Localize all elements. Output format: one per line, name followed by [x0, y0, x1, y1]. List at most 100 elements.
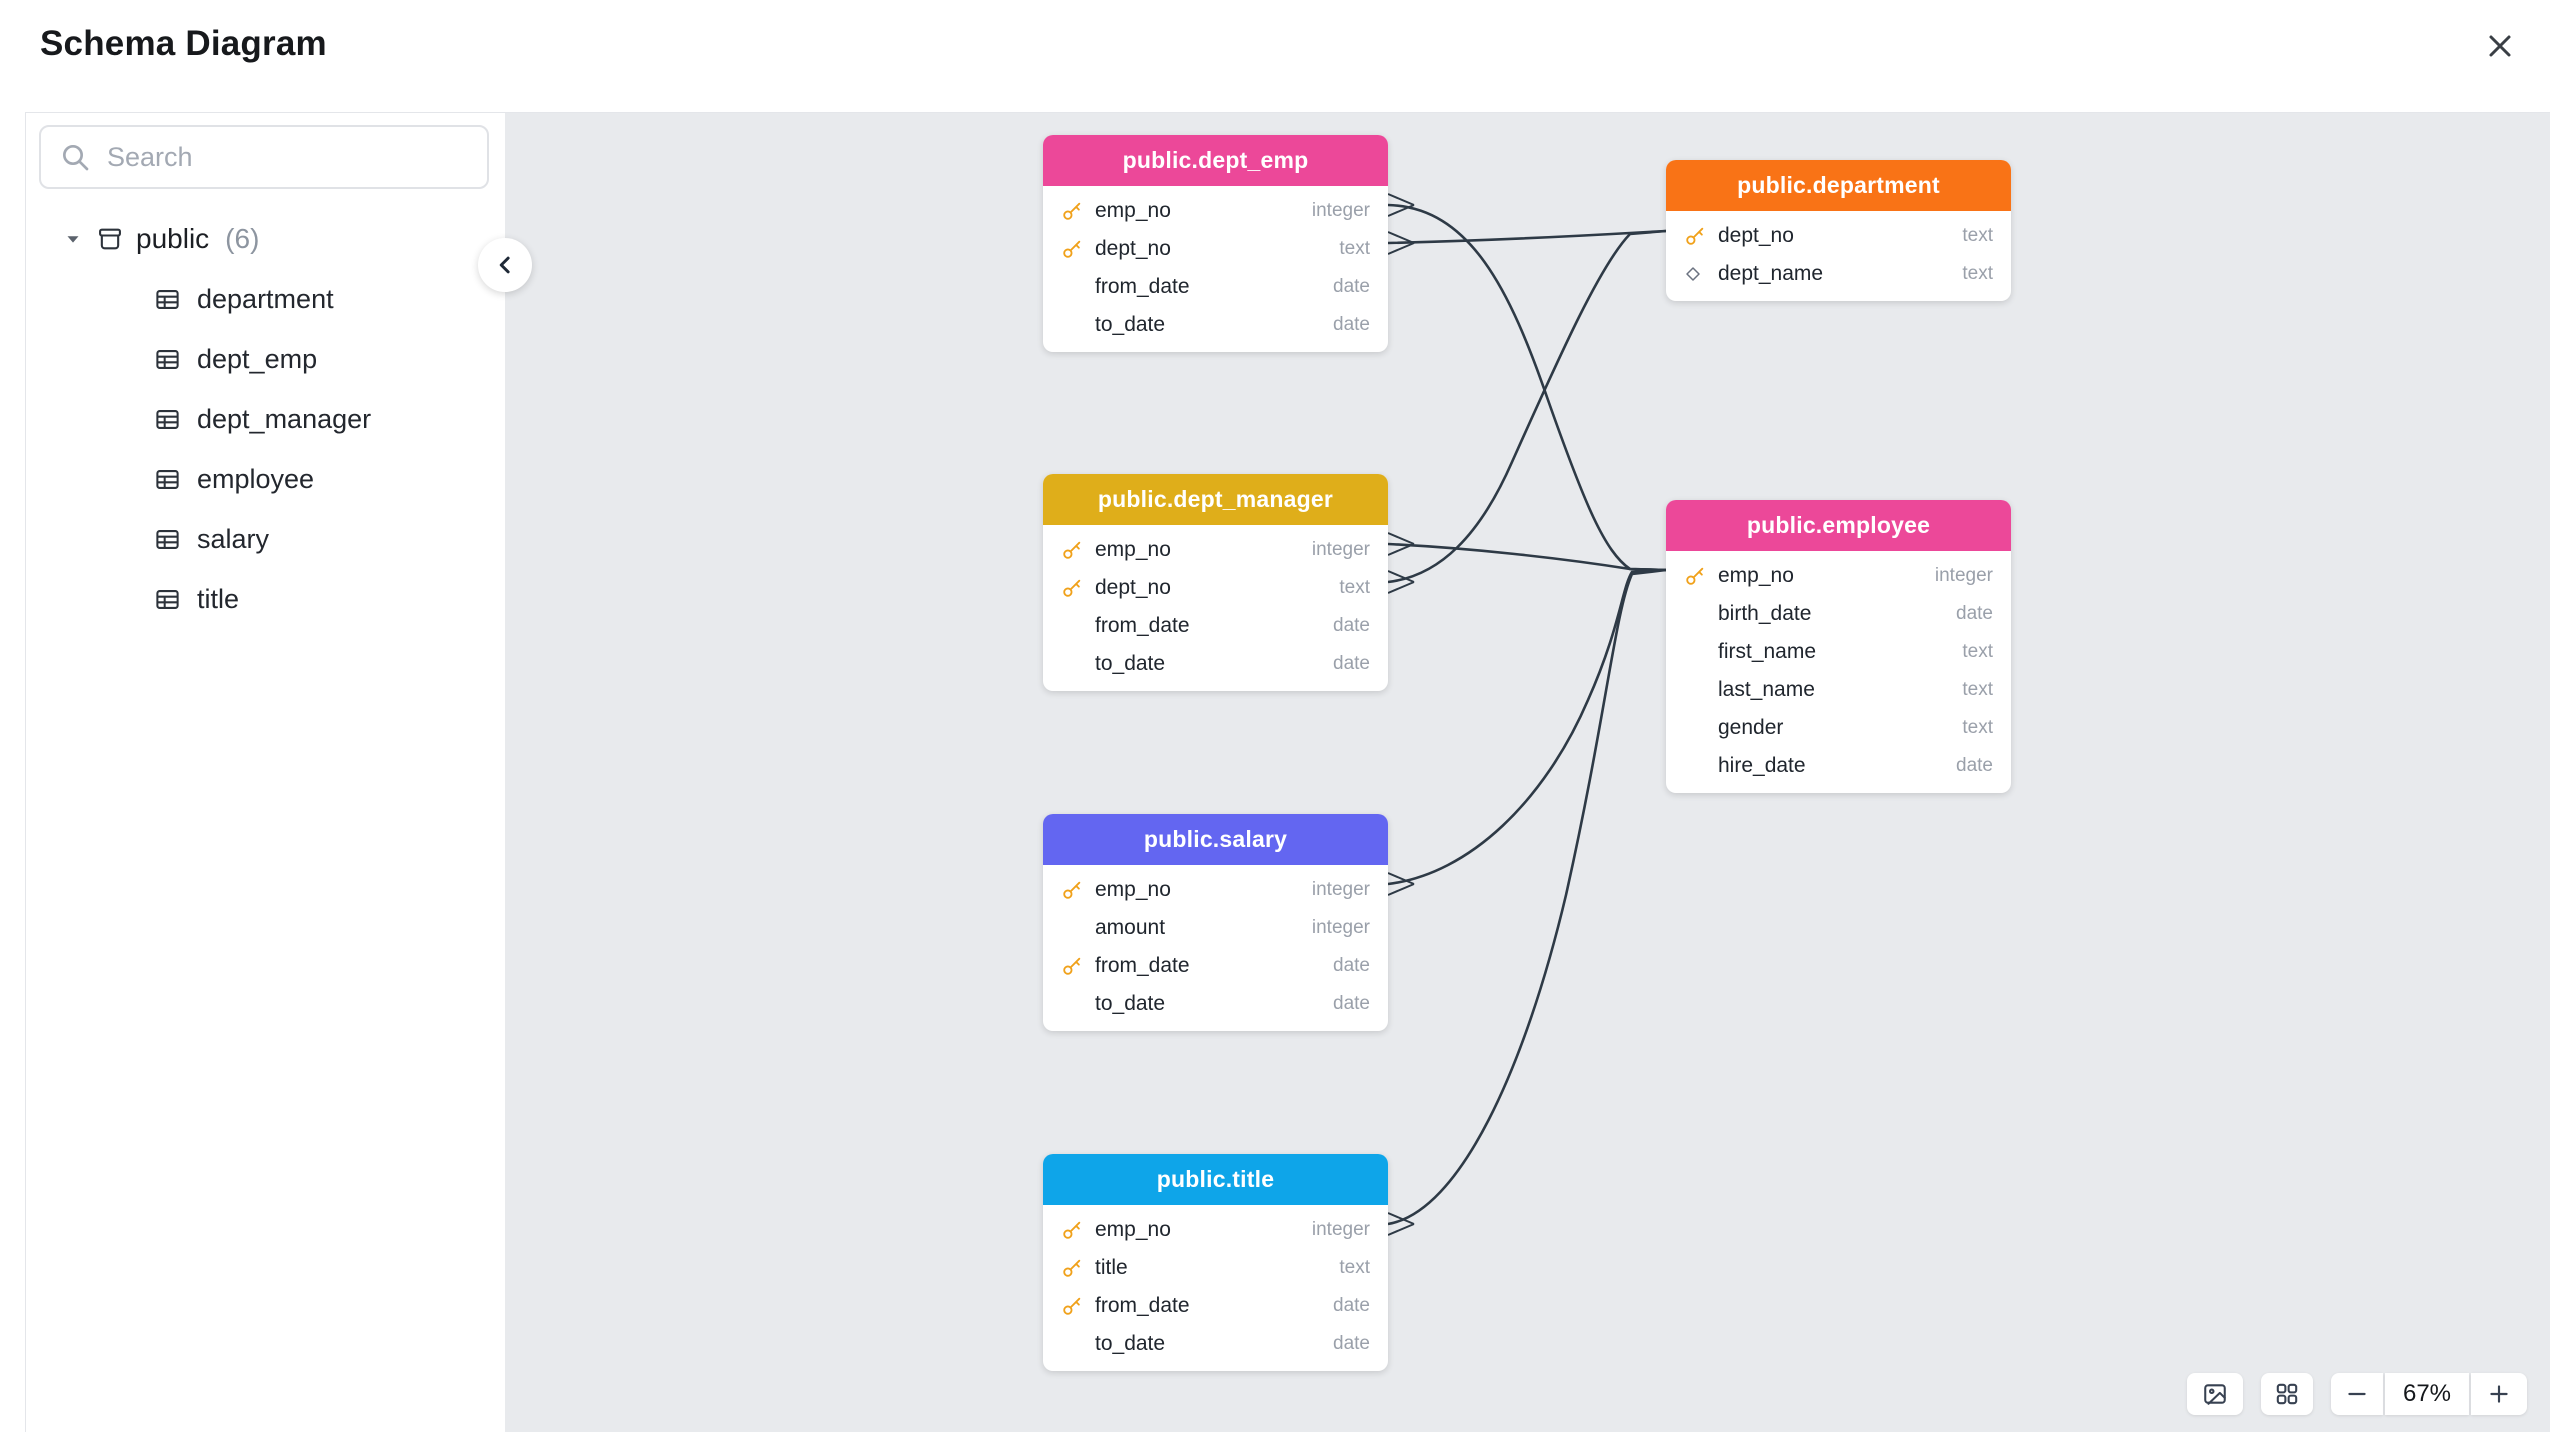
sidebar-item-label: employee [197, 463, 315, 494]
field-type: date [1333, 653, 1370, 674]
field-name: from_date [1095, 1294, 1190, 1317]
field-row: first_name text [1666, 633, 2011, 671]
key-icon [1061, 238, 1095, 260]
field-name: emp_no [1095, 1218, 1171, 1241]
table-node-salary[interactable]: public.salary emp_no integer amount inte… [1043, 814, 1388, 1031]
field-name: from_date [1095, 954, 1190, 977]
search-input[interactable] [105, 140, 469, 174]
page-title: Schema Diagram [40, 24, 327, 63]
field-row: dept_no text [1666, 217, 2011, 255]
table-icon [154, 586, 181, 613]
schema-tree: public (6) department dept_emp dept_mana… [26, 209, 505, 629]
key-icon [1061, 879, 1095, 901]
caret-down-icon [62, 228, 84, 250]
field-type: date [1333, 1333, 1370, 1354]
table-node-title[interactable]: public.title emp_no integer title text f… [1043, 1154, 1388, 1371]
field-name: birth_date [1718, 602, 1812, 625]
zoom-in-button[interactable] [2471, 1373, 2527, 1415]
grid-icon [2274, 1381, 2300, 1407]
key-icon [1684, 225, 1718, 247]
field-name: to_date [1095, 313, 1166, 336]
field-type: date [1333, 314, 1370, 335]
sidebar-item-salary[interactable]: salary [26, 509, 505, 569]
field-name: to_date [1095, 652, 1166, 675]
field-row: birth_date date [1666, 595, 2011, 633]
plus-icon [2486, 1381, 2512, 1407]
field-row: emp_no integer [1043, 531, 1388, 569]
field-row: from_date date [1043, 1287, 1388, 1325]
table-node-body: emp_no integer dept_no text from_date da… [1043, 525, 1388, 691]
field-type: integer [1311, 200, 1370, 221]
field-type: text [1962, 641, 1993, 662]
field-name: gender [1718, 716, 1784, 739]
field-row: dept_no text [1043, 569, 1388, 607]
top-bar: Schema Diagram [0, 0, 2550, 112]
search-box [39, 125, 489, 189]
field-type: text [1962, 225, 1993, 246]
key-icon [1684, 565, 1718, 587]
key-icon [1061, 539, 1095, 561]
table-node-department[interactable]: public.department dept_no text dept_name… [1666, 160, 2011, 301]
field-row: to_date date [1043, 645, 1388, 683]
field-row: gender text [1666, 709, 2011, 747]
field-row: dept_name text [1666, 255, 2011, 293]
sidebar-collapse-button[interactable] [478, 238, 532, 292]
field-type: integer [1311, 917, 1370, 938]
export-image-button[interactable] [2187, 1373, 2243, 1415]
sidebar-item-department[interactable]: department [26, 269, 505, 329]
field-name: dept_name [1718, 262, 1824, 285]
field-type: text [1339, 1257, 1370, 1278]
key-icon [1061, 577, 1095, 599]
search-icon [59, 141, 91, 173]
field-type: date [1333, 615, 1370, 636]
zoom-out-button[interactable] [2331, 1373, 2383, 1415]
field-type: integer [1311, 539, 1370, 560]
field-name: to_date [1095, 1332, 1166, 1355]
field-row: emp_no integer [1043, 192, 1388, 230]
table-node-header[interactable]: public.dept_emp [1043, 135, 1388, 186]
sidebar-item-dept-emp[interactable]: dept_emp [26, 329, 505, 389]
table-node-body: emp_no integer title text from_date date… [1043, 1205, 1388, 1371]
table-node-employee[interactable]: public.employee emp_no integer birth_dat… [1666, 500, 2011, 793]
diagram-canvas[interactable] [505, 112, 2550, 1432]
zoom-level: 67% [2385, 1373, 2469, 1415]
field-name: emp_no [1718, 564, 1794, 587]
field-name: from_date [1095, 275, 1190, 298]
tree-node-public-schema[interactable]: public (6) [26, 209, 505, 269]
key-icon [1061, 1219, 1095, 1241]
sidebar-item-title[interactable]: title [26, 569, 505, 629]
sidebar-item-employee[interactable]: employee [26, 449, 505, 509]
table-node-dept-manager[interactable]: public.dept_manager emp_no integer dept_… [1043, 474, 1388, 691]
field-name: amount [1095, 916, 1166, 939]
table-node-header[interactable]: public.dept_manager [1043, 474, 1388, 525]
sidebar-item-label: dept_emp [197, 343, 318, 374]
sidebar-item-label: department [197, 283, 334, 314]
schema-label: public [136, 223, 210, 254]
field-name: title [1095, 1256, 1128, 1279]
field-type: integer [1311, 1219, 1370, 1240]
field-row: hire_date date [1666, 747, 2011, 785]
field-type: date [1956, 603, 1993, 624]
close-button[interactable] [2476, 22, 2524, 70]
auto-layout-button[interactable] [2261, 1373, 2313, 1415]
table-node-dept-emp[interactable]: public.dept_emp emp_no integer dept_no t… [1043, 135, 1388, 352]
field-name: to_date [1095, 992, 1166, 1015]
table-node-header[interactable]: public.employee [1666, 500, 2011, 551]
field-type: date [1333, 276, 1370, 297]
field-type: date [1333, 955, 1370, 976]
sidebar: public (6) department dept_emp dept_mana… [25, 112, 505, 1432]
canvas-controls: 67% [2187, 1373, 2527, 1415]
field-type: integer [1934, 565, 1993, 586]
table-node-header[interactable]: public.department [1666, 160, 2011, 211]
field-type: date [1956, 755, 1993, 776]
table-node-header[interactable]: public.title [1043, 1154, 1388, 1205]
table-node-header[interactable]: public.salary [1043, 814, 1388, 865]
field-name: dept_no [1095, 237, 1171, 260]
field-name: emp_no [1095, 878, 1171, 901]
sidebar-item-dept-manager[interactable]: dept_manager [26, 389, 505, 449]
field-name: hire_date [1718, 754, 1806, 777]
key-icon [1061, 955, 1095, 977]
field-type: text [1962, 263, 1993, 284]
table-icon [154, 406, 181, 433]
field-name: last_name [1718, 678, 1815, 701]
